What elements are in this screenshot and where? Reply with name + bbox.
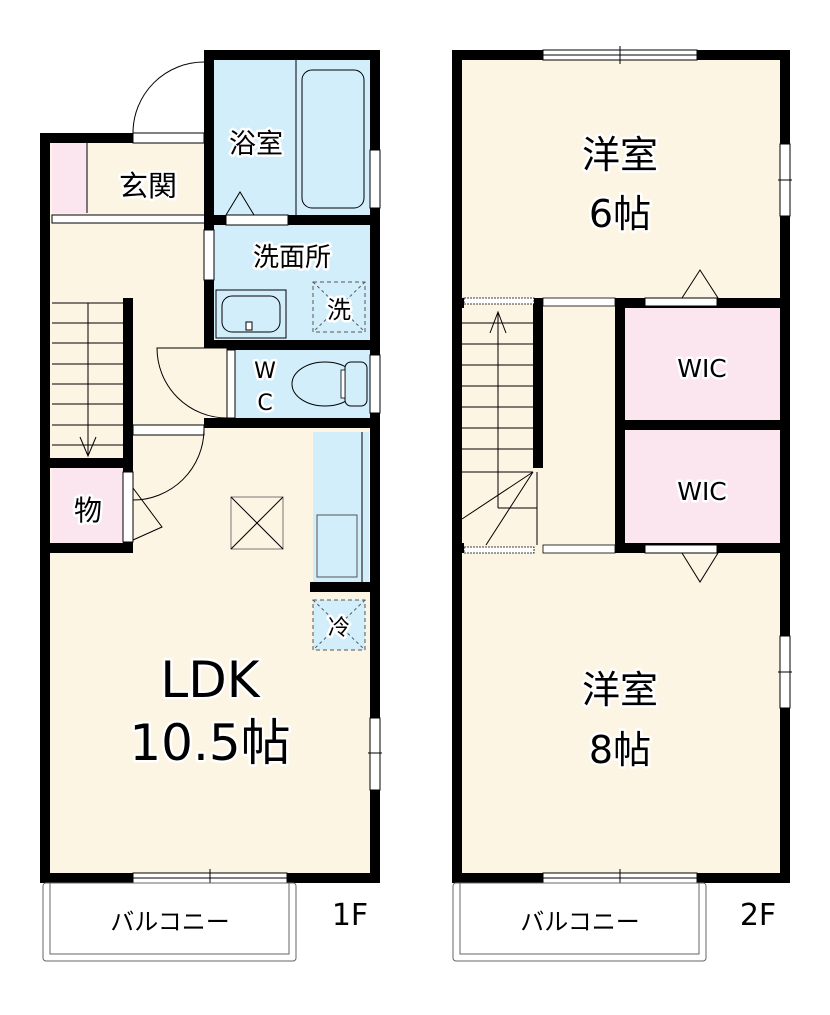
floor-1: 玄関 浴室 洗面所 洗 W C 物 冷 LDK 10.5帖 バルコニー 1F — [40, 50, 382, 962]
washer-space — [312, 281, 366, 333]
bathtub-icon — [301, 69, 365, 209]
label-room6-size: 6帖 — [589, 192, 651, 236]
floor-label-1f: 1F — [332, 898, 368, 933]
label-genkan: 玄関 — [119, 169, 177, 203]
shoe-closet — [52, 143, 87, 213]
entry-door-icon — [132, 61, 205, 134]
label-bath: 浴室 — [229, 129, 283, 160]
label-storage: 物 — [74, 494, 102, 527]
wc-door-icon — [156, 347, 228, 419]
label-washer: 洗 — [327, 296, 351, 324]
window-ldk — [369, 717, 381, 791]
wic-1-floor — [625, 307, 780, 420]
wic-2-floor — [625, 430, 780, 544]
storage-floor — [52, 468, 130, 544]
ldk-floor — [48, 548, 373, 873]
label-washroom: 洗面所 — [253, 243, 331, 273]
label-room8: 洋室 — [582, 668, 658, 712]
label-wc-c: C — [257, 391, 272, 416]
window-bath — [369, 149, 381, 209]
floor-label-2f: 2F — [740, 898, 776, 933]
stairs-2f — [461, 310, 538, 546]
label-room6: 洋室 — [582, 133, 658, 177]
label-fridge: 冷 — [328, 616, 350, 641]
floor-2: 洋室 6帖 WIC WIC 洋室 8帖 バルコニー 2F — [452, 46, 792, 962]
kitchen-counter — [313, 432, 369, 584]
label-wc-w: W — [254, 359, 276, 384]
label-room8-size: 8帖 — [589, 728, 651, 772]
label-ldk: LDK — [160, 651, 260, 709]
label-balcony-1f: バルコニー — [110, 908, 230, 936]
label-wic-1: WIC — [677, 354, 727, 383]
ldk-door-icon — [132, 429, 205, 501]
label-wic-2: WIC — [677, 477, 727, 506]
label-ldk-size: 10.5帖 — [129, 714, 290, 772]
hatch-icon — [230, 496, 284, 550]
stairs-1f — [52, 302, 124, 458]
label-balcony-2f: バルコニー — [520, 908, 640, 936]
